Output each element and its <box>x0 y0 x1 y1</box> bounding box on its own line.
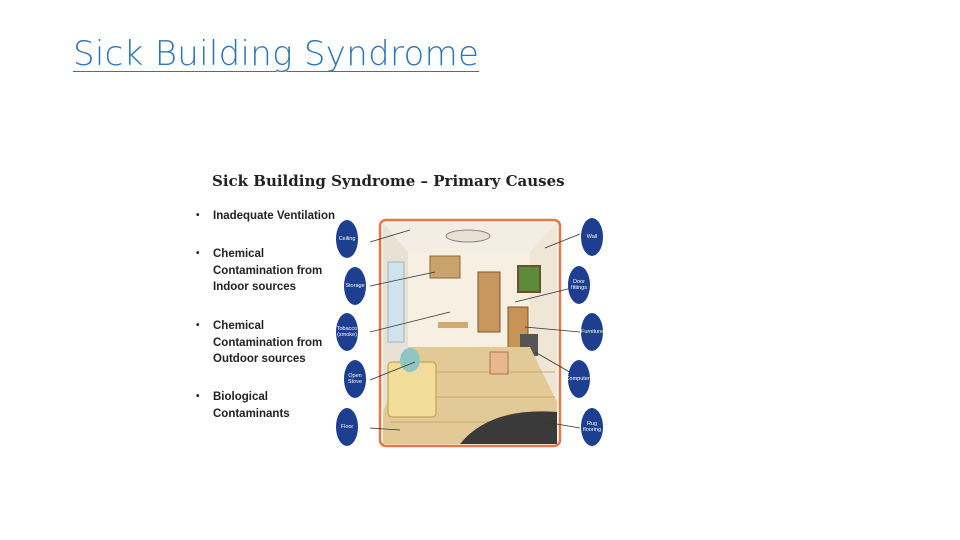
door <box>477 271 501 333</box>
label-open-stove: Open Stove <box>344 360 366 398</box>
cushion <box>400 348 420 372</box>
cause-text: Chemical Contamination from Indoor sourc… <box>213 248 323 293</box>
wall-picture <box>517 265 541 293</box>
label-tobacco: Tobacco (smoke) <box>336 313 358 351</box>
room-illustration <box>369 218 581 448</box>
bullet-dot: • <box>196 320 200 331</box>
cause-text: Chemical Contamination from Outdoor sour… <box>213 320 323 365</box>
label-wall: Wall <box>581 218 603 256</box>
label-floor: Floor <box>336 408 358 446</box>
label-ceiling: Ceiling <box>336 220 358 258</box>
rug <box>460 411 557 444</box>
bullet-dot: • <box>196 391 200 402</box>
label-storage: Storage <box>344 267 366 305</box>
cause-text: Biological Contaminants <box>213 391 290 420</box>
slide-title: Sick Building Syndrome <box>73 34 480 74</box>
figure-title: Sick Building Syndrome – Primary Causes <box>212 172 565 190</box>
window <box>387 261 405 343</box>
label-furniture: Furniture <box>581 313 603 351</box>
label-door-fittings: Door fittings <box>568 266 590 304</box>
bullet-dot: • <box>196 248 200 259</box>
cabinet <box>429 255 461 279</box>
table <box>438 322 468 328</box>
chair <box>489 351 509 375</box>
bullet-dot: • <box>196 210 200 221</box>
cause-text: Inadequate Ventilation <box>213 210 336 222</box>
label-computers: Computers <box>566 360 592 398</box>
ceiling-lamp <box>445 229 491 243</box>
label-rug-flooring: Rug flooring <box>581 408 603 446</box>
